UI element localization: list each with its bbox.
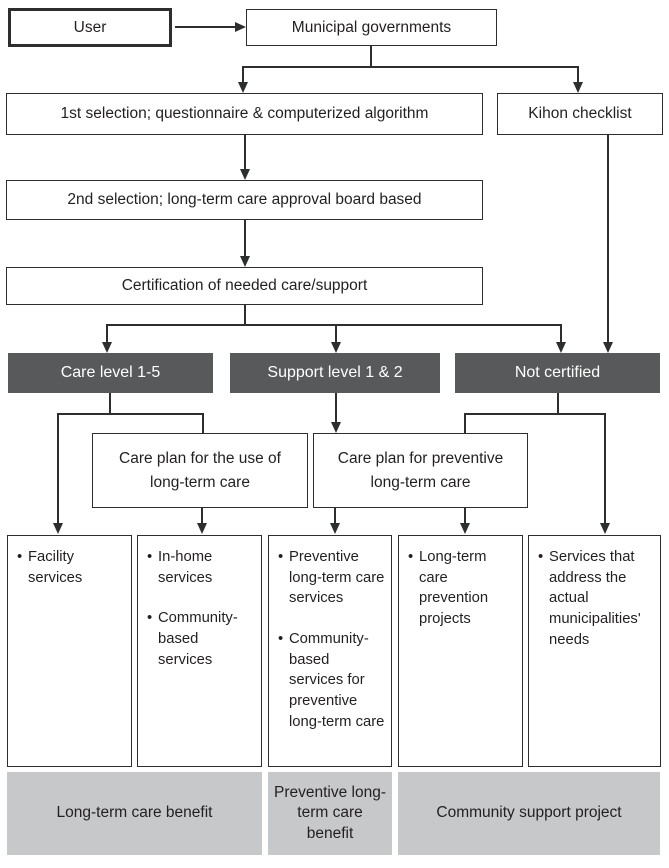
service-list: Preventive long-term care services Commu… (278, 547, 386, 733)
node-care-plan-preventive: Care plan for preventive long-term care (313, 433, 528, 508)
connector-plan-ltc-inhome (201, 508, 203, 523)
connector-certification-branch (106, 324, 562, 326)
connector-to-support-level (335, 324, 337, 342)
node-municipal-governments: Municipal governments (246, 9, 497, 46)
arrowhead-down-icon (330, 422, 341, 433)
node-not-certified-label: Not certified (514, 364, 601, 381)
arrowhead-down-icon (196, 523, 207, 534)
benefit-bar-community-support: Community support project (398, 772, 660, 855)
service-item: Community-based services for preventive … (278, 629, 386, 733)
service-list: Facility services (17, 547, 126, 588)
node-care-level: Care level 1-5 (8, 353, 213, 393)
service-item: In-home services (147, 547, 256, 588)
arrowhead-right-icon (235, 21, 246, 32)
connector-to-not-certified (560, 324, 562, 342)
arrowhead-down-icon (237, 82, 248, 93)
benefit-bar-label: Long-term care benefit (56, 804, 213, 822)
service-item: Preventive long-term care services (278, 547, 386, 609)
service-item: Facility services (17, 547, 126, 588)
arrowhead-down-icon (555, 342, 566, 353)
arrowhead-down-icon (239, 256, 250, 267)
benefit-bar-label: Community support project (436, 804, 622, 822)
connector-to-facility-services (57, 413, 59, 523)
connector-into-care-plan-ltc (202, 413, 204, 434)
connector-not-certified-branch (464, 413, 606, 415)
connector-to-first-selection (242, 66, 244, 83)
arrowhead-down-icon (239, 169, 250, 180)
arrowhead-down-icon (572, 82, 583, 93)
connector-second-certification (244, 220, 246, 256)
connector-kihon-notcertified (607, 135, 609, 343)
node-not-certified: Not certified (455, 353, 660, 393)
service-list: In-home services Community-based service… (147, 547, 256, 670)
node-user-label: User (73, 18, 107, 36)
arrowhead-down-icon (459, 523, 470, 534)
connector-into-care-plan-preventive (464, 413, 466, 434)
node-first-selection-label: 1st selection; questionnaire & computeri… (60, 105, 429, 123)
node-care-plan-preventive-label: Care plan for preventive long-term care (337, 450, 504, 491)
connector-first-second (244, 135, 246, 170)
benefit-bar-long-term-care: Long-term care benefit (7, 772, 262, 855)
arrowhead-down-icon (330, 342, 341, 353)
service-list: Services that address the actual municip… (538, 547, 655, 651)
benefit-bar-label: Preventive long-term care benefit (273, 784, 386, 842)
service-item: Community-based services (147, 608, 256, 670)
node-kihon-checklist: Kihon checklist (497, 93, 663, 135)
service-box-in-home-services: In-home services Community-based service… (137, 535, 262, 767)
node-support-level-label: Support level 1 & 2 (267, 364, 403, 381)
connector-to-kihon (577, 66, 579, 83)
connector-plan-prev-projects (464, 508, 466, 523)
service-box-facility-services: Facility services (7, 535, 132, 767)
service-list: Long-term care prevention projects (408, 547, 517, 630)
arrowhead-down-icon (329, 523, 340, 534)
connector-certification-down (244, 305, 246, 325)
connector-support-care-plan (335, 393, 337, 422)
node-municipal-governments-label: Municipal governments (291, 18, 452, 36)
connector-care-level-down (109, 393, 111, 414)
service-box-municipal-needs: Services that address the actual municip… (528, 535, 661, 767)
connector-municipal-branch (242, 66, 579, 68)
node-second-selection: 2nd selection; long-term care approval b… (6, 180, 483, 220)
node-second-selection-label: 2nd selection; long-term care approval b… (67, 191, 422, 209)
node-care-plan-ltc-label: Care plan for the use of long-term care (119, 450, 281, 491)
node-kihon-checklist-label: Kihon checklist (528, 105, 632, 123)
service-box-preventive-services: Preventive long-term care services Commu… (268, 535, 392, 767)
arrowhead-down-icon (599, 523, 610, 534)
connector-care-level-branch (57, 413, 204, 415)
arrowhead-down-icon (52, 523, 63, 534)
node-certification: Certification of needed care/support (6, 267, 483, 305)
node-certification-label: Certification of needed care/support (121, 277, 368, 295)
connector-municipal-down (370, 46, 372, 67)
service-item: Long-term care prevention projects (408, 547, 517, 630)
node-user: User (8, 8, 172, 47)
node-support-level: Support level 1 & 2 (230, 353, 440, 393)
service-item: Services that address the actual municip… (538, 547, 655, 651)
connector-plan-prev-services (334, 508, 336, 523)
connector-not-certified-down (557, 393, 559, 414)
benefit-bar-preventive: Preventive long-term care benefit (268, 772, 392, 855)
arrowhead-down-icon (602, 342, 613, 353)
node-first-selection: 1st selection; questionnaire & computeri… (6, 93, 483, 135)
service-box-prevention-projects: Long-term care prevention projects (398, 535, 523, 767)
connector-to-care-level (106, 324, 108, 342)
node-care-plan-ltc: Care plan for the use of long-term care (92, 433, 308, 508)
connector-user-municipal (175, 26, 237, 28)
connector-to-municipal-needs (604, 413, 606, 523)
arrowhead-down-icon (101, 342, 112, 353)
node-care-level-label: Care level 1-5 (60, 364, 161, 381)
